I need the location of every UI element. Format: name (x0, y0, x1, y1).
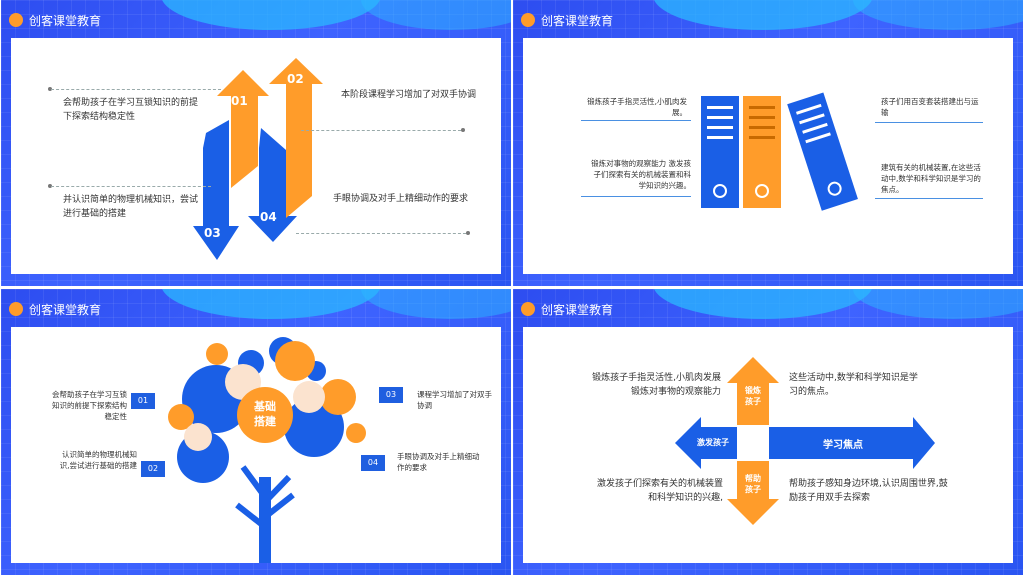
slide-header: 创客课堂教育 (521, 10, 613, 30)
right-text-1: 孩子们用百变套装搭建出与运输 (881, 97, 979, 117)
arrow-left-label: 激发孩子 (697, 438, 729, 447)
leader-line (301, 130, 461, 131)
item-number: 01 (231, 94, 248, 108)
decor-wave (653, 289, 873, 319)
slide-header: 创客课堂教育 (9, 10, 101, 30)
decor-wave (161, 289, 381, 319)
decor-wave (653, 0, 873, 30)
content-card: 基础 搭建 会帮助孩子在学习互锁知识的前提下探索结构稳定性 01 认识简单的物理… (11, 327, 501, 563)
content-card: 锻炼孩子手指灵活性,小肌肉发展。 锻炼对事物的观察能力 激发孩子们探索有关的机械… (523, 38, 1013, 274)
bullet-dot (48, 87, 52, 91)
text-top-left: 锻炼孩子手指灵活性,小肌肉发展锻炼对事物的观察能力 (592, 373, 721, 397)
item-number: 04 (260, 210, 277, 224)
number-box: 03 (379, 387, 403, 403)
item-number: 02 (287, 72, 304, 86)
slide-2[interactable]: 创客课堂教育 (513, 0, 1023, 286)
header-dot-icon (9, 13, 23, 27)
arrow-03-shape (193, 120, 239, 260)
slide-header: 创客课堂教育 (521, 299, 613, 319)
number-box: 01 (131, 393, 155, 409)
center-label: 基础 搭建 (254, 400, 276, 428)
underline (875, 122, 983, 123)
tree-graphic (168, 337, 366, 563)
item-text-03: 并认识简单的物理机械知识，尝试进行基础的搭建 (63, 195, 199, 219)
content-card: 锻炼 孩子 帮助 孩子 激发孩子 学习焦点 锻炼孩子手指灵活性,小肌肉发展锻炼对… (523, 327, 1013, 563)
slide-3[interactable]: 创客课堂教育 基础 搭建 (1, 289, 511, 575)
bullet-dot (461, 128, 465, 132)
binders-graphic (701, 92, 858, 211)
text-bottom-right: 帮助孩子感知身边环境,认识周围世界,鼓励孩子用双手去探索 (789, 479, 948, 503)
item-text-03: 课程学习增加了对双手协调 (417, 390, 492, 410)
arrow-right-label: 学习焦点 (823, 440, 863, 451)
bullet-dot (48, 184, 52, 188)
bullet-dot (466, 231, 470, 235)
left-text-2: 锻炼对事物的观察能力 激发孩子们探索有关的机械装置和科学知识的兴趣。 (591, 159, 691, 190)
number-box: 02 (141, 461, 165, 477)
item-text-01: 会帮助孩子在学习互锁知识的前提下探索结构稳定性 (52, 390, 127, 421)
item-number: 03 (204, 226, 221, 240)
slide-4[interactable]: 创客课堂教育 锻炼 孩子 帮助 孩子 激发孩子 学习焦点 锻炼孩子手指灵活性,小… (513, 289, 1023, 575)
item-text-02: 认识简单的物理机械知识,尝试进行基础的搭建 (59, 450, 137, 470)
item-text-01: 会帮助孩子在学习互锁知识的前提下探索结构稳定性 (63, 98, 199, 122)
twisted-arrows-graphic (193, 58, 323, 260)
item-text-02: 本阶段课程学习增加了对双手协调 (341, 90, 477, 100)
header-dot-icon (521, 13, 535, 27)
header-title: 创客课堂教育 (541, 13, 614, 28)
header-title: 创客课堂教育 (541, 302, 614, 317)
arrow-02-shape (269, 58, 323, 218)
leader-line (296, 233, 466, 234)
left-text-1: 锻炼孩子手指灵活性,小肌肉发展。 (587, 97, 687, 117)
underline (581, 196, 691, 197)
text-top-right: 这些活动中,数学和科学知识是学习的焦点。 (789, 373, 918, 397)
underline (581, 120, 691, 121)
arrow-down-label: 帮助 孩子 (745, 474, 761, 494)
underline (875, 198, 983, 199)
arrow-01-shape (217, 70, 269, 188)
slide-header: 创客课堂教育 (9, 299, 101, 319)
leader-line (51, 89, 221, 90)
decor-wave (853, 0, 1023, 30)
header-title: 创客课堂教育 (29, 13, 102, 28)
right-text-2: 建筑有关的机械装置,在这些活动中,数学和科学知识是学习的焦点。 (881, 163, 981, 194)
header-title: 创客课堂教育 (29, 302, 102, 317)
decor-wave (361, 289, 511, 319)
item-text-04: 手眼协调及对手上精细动作的要求 (333, 194, 469, 204)
slide-1[interactable]: 创客课堂教育 01 02 03 04 会帮助孩子在学习互锁知识的前提下探索结构稳… (1, 0, 511, 286)
decor-wave (853, 289, 1023, 319)
decor-wave (161, 0, 381, 30)
leader-line (51, 186, 211, 187)
content-card: 01 02 03 04 会帮助孩子在学习互锁知识的前提下探索结构稳定性 本阶段课… (11, 38, 501, 274)
header-dot-icon (9, 302, 23, 316)
text-bottom-left: 激发孩子们探索有关的机械装置和科学知识的兴趣, (596, 479, 723, 503)
arrow-04-shape (248, 128, 297, 242)
arrow-up-label: 锻炼 孩子 (745, 386, 761, 406)
decor-wave (361, 0, 511, 30)
cross-arrows-graphic (675, 357, 935, 525)
number-box: 04 (361, 455, 385, 471)
item-text-04: 手眼协调及对手上精细动作的要求 (397, 452, 480, 472)
header-dot-icon (521, 302, 535, 316)
